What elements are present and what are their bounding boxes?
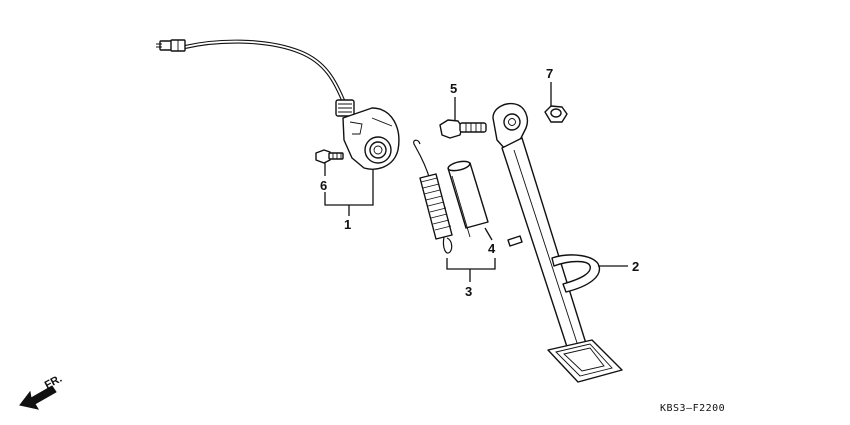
switch-wire [184,39,347,106]
wire-connector [156,39,186,52]
callout-7: 7 [546,66,553,81]
switch-bolt [315,149,344,164]
front-direction-indicator: FR. [19,373,64,410]
callout-5: 5 [450,81,457,96]
callout-3: 3 [465,284,472,299]
return-spring [413,139,453,254]
callout-4: 4 [488,241,496,256]
collar [447,160,489,238]
front-arrow-icon [19,385,57,410]
wire-grommet [335,99,355,117]
pivot-bolt [439,119,487,139]
leader-lines [324,82,628,282]
side-stand [492,102,623,383]
callout-1: 1 [344,217,351,232]
callout-2: 2 [632,259,639,274]
side-stand-switch [156,39,400,170]
front-direction-label: FR. [43,373,64,392]
pivot-nut [544,105,568,123]
drawing-code: KBS3–F2200 [660,403,725,414]
callout-6: 6 [320,178,327,193]
